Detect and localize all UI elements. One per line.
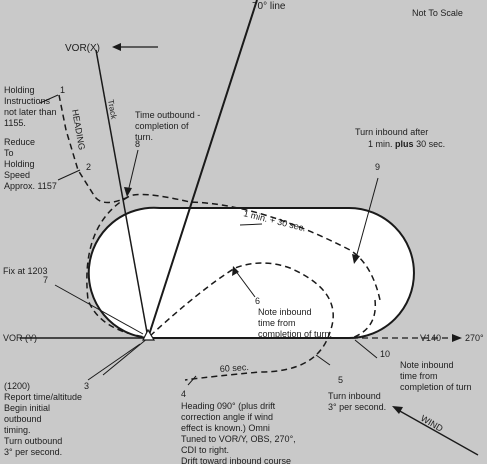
svg-text:1 min. plus 30 sec.: 1 min. plus 30 sec. — [368, 139, 445, 149]
v140-label: V140 — [420, 333, 441, 343]
outbound-turn-path — [351, 299, 377, 339]
svg-text:not later than: not later than — [4, 107, 57, 117]
step-5: 5 — [338, 375, 343, 385]
svg-text:time from: time from — [258, 318, 296, 328]
step-1: 1 — [60, 85, 65, 95]
step-3: 3 — [84, 381, 89, 391]
note-1-holding-instructions: Holding Instructions not later than 1155… — [4, 85, 57, 128]
svg-text:Approx. 1157: Approx. 1157 — [4, 181, 57, 191]
holding-racetrack — [87, 206, 415, 339]
svg-text:3° per second.: 3° per second. — [328, 402, 386, 412]
not-to-scale-label: Not To Scale — [412, 8, 463, 18]
deg270-label: 270° — [465, 333, 484, 343]
fix-extension-line — [102, 337, 149, 376]
note-10-inbound-time: Note inbound time from completion of tur… — [400, 360, 472, 392]
svg-text:To: To — [4, 148, 14, 158]
leader-4 — [187, 375, 197, 386]
heading-label: HEADING — [70, 109, 87, 151]
svg-text:outbound: outbound — [4, 414, 42, 424]
wind-label: WIND — [419, 413, 445, 434]
vor-x-label: VOR(X) — [65, 43, 100, 54]
leader-5 — [315, 354, 331, 366]
leader-9 — [355, 177, 379, 259]
note-9-turn-inbound-after: Turn inbound after 1 min. plus 30 sec. — [355, 127, 445, 149]
svg-text:Turn outbound: Turn outbound — [4, 436, 62, 446]
inner-loop-path — [149, 262, 334, 381]
svg-text:Turn inbound: Turn inbound — [328, 391, 381, 401]
step-10: 10 — [380, 349, 390, 359]
step-6: 6 — [255, 296, 260, 306]
leader-8 — [127, 149, 139, 193]
step-2: 2 — [86, 162, 91, 172]
step-4: 4 — [181, 389, 186, 399]
note-3-report-time: (1200) Report time/altitude Begin initia… — [4, 381, 82, 457]
svg-text:Begin initial: Begin initial — [4, 403, 50, 413]
leader-7 — [54, 284, 144, 335]
note-fix-time: Fix at 1203 — [3, 266, 48, 276]
svg-text:Holding: Holding — [4, 159, 35, 169]
svg-text:CDI to right.: CDI to right. — [181, 445, 229, 455]
leader-2 — [57, 169, 81, 181]
svg-text:correction angle if wind: correction angle if wind — [181, 412, 273, 422]
note-2-reduce-speed: Reduce To Holding Speed Approx. 1157 — [4, 137, 57, 191]
svg-text:completion of turn: completion of turn — [400, 382, 472, 392]
v140-arrowhead — [452, 334, 462, 342]
seventy-degree-line — [147, 0, 258, 339]
entry-outbound-path — [58, 94, 381, 301]
vor-y-label: VOR (Y) — [3, 333, 37, 343]
leader-10 — [354, 339, 378, 359]
svg-text:Drift toward inbound course: Drift toward inbound course — [181, 456, 291, 464]
note-4-heading-instructions: Heading 090° (plus drift correction angl… — [181, 401, 296, 464]
step-7: 7 — [43, 275, 48, 285]
svg-text:(1200): (1200) — [4, 381, 30, 391]
entry-return-path — [86, 196, 146, 338]
svg-text:Note inbound: Note inbound — [400, 360, 454, 370]
sixty-sec-label: 60 sec. — [219, 362, 249, 374]
svg-text:effect is known.) Omni: effect is known.) Omni — [181, 423, 270, 433]
wind-arrowhead — [392, 406, 403, 414]
svg-text:Turn inbound after: Turn inbound after — [355, 127, 428, 137]
svg-text:Time outbound -: Time outbound - — [135, 110, 200, 120]
leader-1min30 — [239, 223, 263, 226]
step-9: 9 — [375, 162, 380, 172]
leader-6-arrow — [232, 266, 239, 276]
svg-text:completion of: completion of — [135, 121, 189, 131]
fix-triangle — [142, 328, 156, 341]
svg-text:Report time/altitude: Report time/altitude — [4, 392, 82, 402]
leader-3 — [87, 343, 141, 381]
svg-text:Heading 090° (plus drift: Heading 090° (plus drift — [181, 401, 276, 411]
svg-text:Reduce: Reduce — [4, 137, 35, 147]
step-8: 8 — [135, 139, 140, 149]
track-line — [95, 49, 149, 339]
svg-text:time from: time from — [400, 371, 438, 381]
note-5-turn-inbound-rate: Turn inbound 3° per second. — [328, 391, 386, 412]
svg-text:3° per second.: 3° per second. — [4, 447, 62, 457]
wind-arrow-line — [397, 409, 479, 456]
svg-text:Holding: Holding — [4, 85, 35, 95]
leader-9-arrow — [352, 254, 360, 264]
svg-text:1155.: 1155. — [4, 118, 26, 128]
leader-1 — [39, 94, 59, 104]
track-label: Track — [106, 99, 118, 121]
svg-text:timing.: timing. — [4, 425, 31, 435]
svg-text:turn.: turn. — [135, 132, 153, 142]
leader-8-arrow — [124, 187, 132, 197]
svg-text:Speed: Speed — [4, 170, 30, 180]
svg-text:completion of turn.: completion of turn. — [258, 329, 332, 339]
seventy-line-label: 70° line — [252, 1, 286, 12]
svg-text:Instructions: Instructions — [4, 96, 51, 106]
svg-text:Note inbound: Note inbound — [258, 307, 312, 317]
leader-6 — [234, 269, 256, 298]
note-8-time-outbound: Time outbound - completion of turn. — [135, 110, 200, 142]
note-6-inbound-time: Note inbound time from completion of tur… — [258, 307, 332, 339]
vor-x-arrowhead — [112, 43, 121, 51]
svg-text:Tuned to VOR/Y, OBS, 270°,: Tuned to VOR/Y, OBS, 270°, — [181, 434, 296, 444]
